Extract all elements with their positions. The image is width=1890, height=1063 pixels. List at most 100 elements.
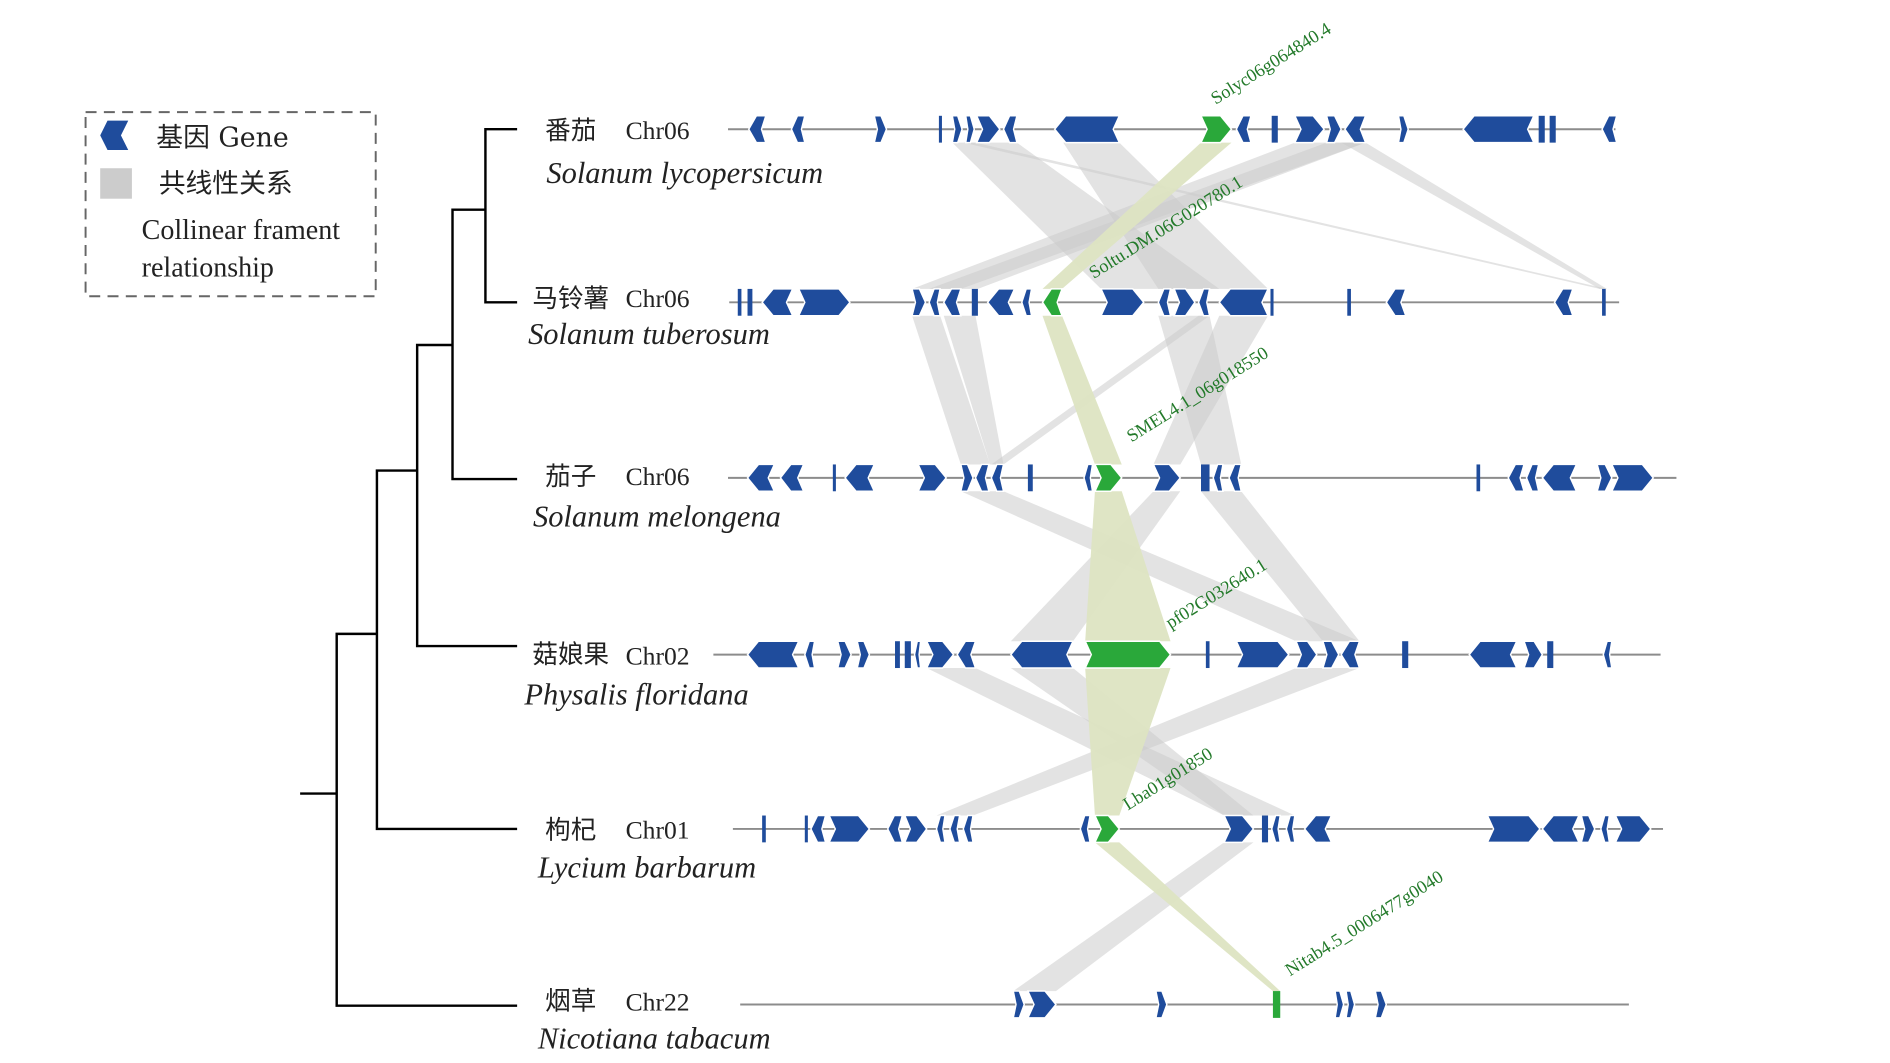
legend-note: relationship: [142, 253, 274, 284]
synteny-ribbon: [963, 142, 1607, 289]
gene-arrow: [1079, 814, 1091, 844]
species-latin-name: Nicotiana tabacum: [537, 1021, 771, 1055]
gene-arrow: [1271, 115, 1278, 143]
chromosome-label: Chr02: [626, 641, 690, 670]
gene-arrow: [935, 814, 946, 844]
gene-arrow: [1173, 288, 1196, 317]
tree-branch: [375, 469, 518, 831]
gene-arrow: [964, 115, 976, 144]
gene-arrow: [1476, 464, 1481, 492]
species-labels: 番茄 Chr06 Solanum lycopersicum 马铃薯 Chr06 …: [523, 116, 823, 1055]
highlight-gene-arrow: [1041, 288, 1064, 317]
gene-arrow: [942, 288, 962, 317]
highlight-synteny-ribbon: [1085, 491, 1171, 642]
gene-arrow: [1218, 288, 1270, 317]
phylogenetic-tree: [300, 127, 518, 1007]
synteny-ribbon: [936, 668, 1360, 816]
gene-arrow: [797, 288, 851, 317]
legend-note: Collinear frament: [142, 215, 341, 246]
chromosome-label: Chr22: [626, 988, 690, 1017]
gene-arrow: [856, 640, 871, 669]
legend-label-synteny: 共线性关系: [159, 169, 293, 200]
gene-arrow: [1285, 814, 1296, 844]
gene-arrow: [1205, 641, 1210, 669]
gene-arrow: [1228, 463, 1243, 493]
gene-arrow: [762, 815, 766, 843]
gene-arrow: [836, 640, 852, 669]
chromosome-tracks: [713, 115, 1677, 1019]
gene-arrow: [886, 814, 904, 844]
gene-arrow: [974, 463, 990, 493]
gene-arrow: [1596, 463, 1613, 493]
synteny-ribbon: [929, 142, 1366, 289]
gene-arrow: [1541, 463, 1578, 493]
gene-arrow: [986, 288, 1016, 317]
gene-arrow: [1200, 464, 1210, 492]
gene-arrow: [1397, 115, 1410, 144]
species-latin-name: Physalis floridana: [523, 678, 748, 712]
species-cn-name: 菇娘果: [532, 640, 609, 670]
gene-arrow: [990, 463, 1005, 493]
gene-arrow: [1402, 641, 1409, 669]
gene-arrow: [1525, 463, 1540, 493]
synteny-ribbon: [1013, 842, 1254, 992]
gene-arrow: [1468, 640, 1518, 669]
gene-arrow-icon: [100, 120, 129, 150]
species-cn-name: 茄子: [545, 462, 596, 492]
gene-arrow: [1027, 464, 1033, 492]
gene-arrow: [1334, 990, 1345, 1019]
species-cn-name: 马铃薯: [532, 284, 609, 314]
gene-arrow: [1601, 115, 1618, 144]
species-cn-name: 烟草: [545, 986, 596, 1016]
gene-arrow: [1321, 640, 1340, 669]
species-latin-name: Solanum melongena: [533, 500, 781, 534]
gene-arrow: [1325, 115, 1343, 144]
gene-arrow: [737, 288, 742, 316]
highlight-gene-arrow: [1084, 640, 1172, 669]
gene-arrow: [1009, 640, 1075, 669]
synteny-ribbon: [952, 142, 1220, 289]
gene-arrow: [1012, 990, 1026, 1019]
chromosome-label: Chr06: [626, 284, 690, 313]
gene-arrow: [1197, 288, 1211, 317]
gene-arrow: [1538, 115, 1545, 143]
gene-arrow: [844, 463, 876, 493]
gene-arrow: [975, 115, 1001, 144]
tree-branch: [415, 343, 518, 648]
gene-arrow: [904, 641, 911, 669]
gene-arrow: [1099, 288, 1145, 317]
gene-arrow: [804, 640, 816, 669]
gene-arrow: [1549, 115, 1556, 143]
gene-arrow: [962, 814, 974, 844]
gray-square-icon: [100, 168, 132, 199]
species-latin-name: Solanum tuberosum: [528, 317, 770, 351]
synteny-ribbon: [1341, 142, 1607, 289]
synteny-ribbon: [960, 491, 1360, 642]
gene-arrow: [911, 288, 927, 317]
highlight-synteny-ribbon: [1042, 315, 1122, 465]
gene-arrow: [1270, 288, 1274, 316]
gene-arrow: [925, 640, 955, 669]
gene-arrow: [1523, 640, 1544, 669]
gene-arrow: [938, 115, 942, 143]
gene-arrow: [1345, 990, 1356, 1019]
gene-arrow: [1154, 990, 1168, 1019]
gene-arrow: [1343, 115, 1367, 144]
gene-arrow: [1293, 115, 1326, 144]
tree-branch: [335, 632, 518, 1007]
gene-arrow: [1507, 463, 1526, 493]
species-latin-name: Solanum lycopersicum: [546, 156, 823, 190]
gene-arrow: [1235, 640, 1290, 669]
species-cn-name: 枸杞: [545, 816, 596, 846]
gene-arrow: [804, 815, 808, 843]
gene-arrow: [1347, 288, 1351, 316]
gene-arrow: [951, 115, 963, 144]
gene-arrow: [1053, 115, 1121, 144]
highlight-synteny-ribbon: [1085, 668, 1171, 816]
chromosome-label: Chr01: [626, 816, 690, 845]
gene-arrow: [747, 115, 767, 144]
gene-arrow: [790, 115, 806, 144]
tree-branch: [484, 127, 518, 304]
gene-arrow: [1374, 990, 1388, 1019]
gene-arrow: [1614, 814, 1652, 844]
